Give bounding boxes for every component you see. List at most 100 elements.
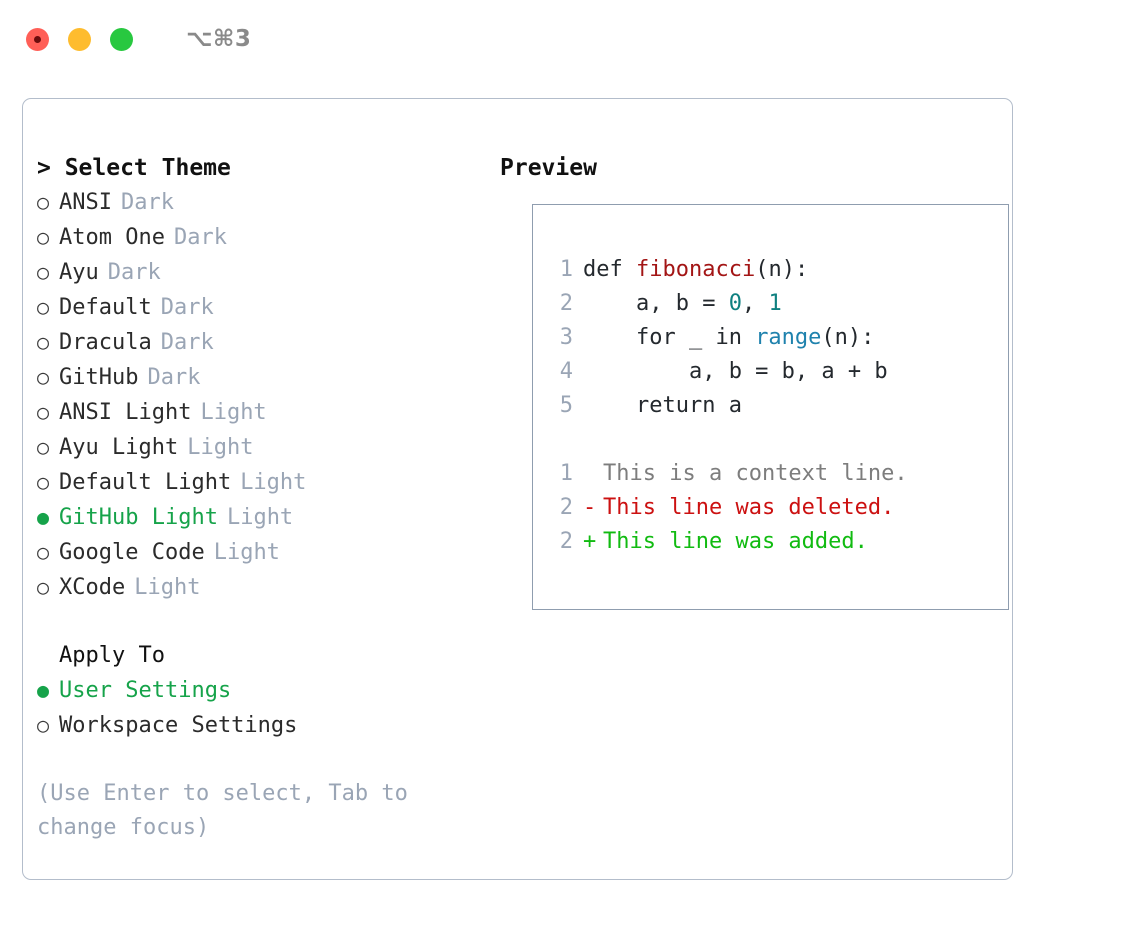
theme-option-label: Google Code (59, 540, 205, 565)
code-token-number: 1 (768, 291, 782, 316)
apply-to-option-label: Workspace Settings (59, 713, 298, 738)
theme-option-google-code[interactable]: ○ Google Code Light (37, 535, 477, 570)
keyboard-hint-text: (Use Enter to select, Tab to change focu… (37, 781, 408, 840)
code-line: 2 a, b = 0, 1 (547, 287, 1000, 321)
theme-option-label: Ayu Light (59, 435, 179, 460)
code-line-content: a, b = 0, 1 (583, 287, 782, 321)
code-line: 5 return a (547, 389, 1000, 423)
diff-marker: + (583, 529, 597, 554)
code-token-plain: (n): (755, 257, 809, 282)
theme-option-label: Atom One (59, 225, 165, 250)
apply-to-section: Apply To ●User Settings○Workspace Settin… (37, 639, 477, 743)
theme-option-label: Dracula (59, 330, 152, 355)
close-window-button[interactable] (26, 27, 49, 51)
theme-variant-badge: Light (226, 505, 294, 530)
diff-line-text: This is a context line. (603, 461, 908, 486)
theme-option-ansi-light[interactable]: ○ ANSI Light Light (37, 395, 477, 430)
radio-unselected-icon: ○ (37, 540, 50, 564)
line-number: 1 (559, 461, 573, 486)
code-token-plain: def (583, 257, 636, 282)
minimize-window-button[interactable] (68, 27, 91, 51)
radio-unselected-icon: ○ (37, 190, 50, 214)
code-line: 1 def fibonacci(n): (547, 253, 1000, 287)
theme-variant-badge: Dark (160, 330, 214, 355)
line-number: 1 (559, 257, 573, 282)
radio-unselected-icon: ○ (37, 365, 50, 389)
code-token-plain: a, b = b, a + b (583, 359, 888, 384)
diff-sample: 1 This is a context line. 2-This line was… (547, 457, 1000, 559)
radio-unselected-icon: ○ (37, 713, 50, 737)
preview-heading: Preview (500, 155, 597, 181)
select-theme-heading: > Select Theme (37, 155, 231, 181)
apply-to-option-workspace-settings[interactable]: ○ Workspace Settings (37, 708, 477, 743)
theme-option-dracula[interactable]: ○ Dracula Dark (37, 325, 477, 360)
code-token-plain: (n): (821, 325, 875, 350)
radio-unselected-icon: ○ (37, 330, 50, 354)
theme-option-ayu[interactable]: ○ Ayu Dark (37, 255, 477, 290)
code-token-builtin: range (755, 325, 822, 350)
line-number: 2 (559, 495, 573, 520)
line-number: 2 (559, 291, 573, 316)
apply-to-options: ● User Settings ○ Workspace Settings (37, 673, 477, 743)
traffic-light-group (26, 27, 133, 51)
diff-line-added: 2+This line was added. (547, 525, 1000, 559)
code-line: 4 a, b = b, a + b (547, 355, 1000, 389)
theme-option-ayu-light[interactable]: ○ Ayu Light Light (37, 430, 477, 465)
theme-variant-badge: Dark (120, 190, 174, 215)
titlebar: ⌥⌘3 (0, 0, 1140, 78)
theme-variant-badge: Dark (160, 295, 214, 320)
code-line-content: for _ in range(n): (583, 321, 874, 355)
theme-option-label: Default (59, 295, 152, 320)
code-token-plain: a, b = (583, 291, 729, 316)
line-number: 5 (559, 393, 573, 418)
code-line-content: a, b = b, a + b (583, 355, 888, 389)
line-number: 4 (559, 359, 573, 384)
radio-unselected-icon: ○ (37, 400, 50, 424)
line-number: 3 (559, 325, 573, 350)
radio-selected-icon: ● (37, 505, 50, 529)
theme-option-github-light[interactable]: ● GitHub Light Light (37, 500, 477, 535)
apply-to-option-label: User Settings (59, 678, 232, 703)
theme-variant-badge: Light (213, 540, 280, 565)
code-line: 3 for _ in range(n): (547, 321, 1000, 355)
diff-marker (583, 457, 603, 491)
theme-option-label: ANSI Light (59, 400, 192, 425)
code-token-plain: return a (583, 393, 742, 418)
code-line-content: return a (583, 389, 742, 423)
theme-option-label: GitHub Light (59, 505, 218, 530)
diff-line-text: This line was added. (603, 529, 868, 554)
code-token-function: fibonacci (635, 257, 756, 282)
theme-option-label: XCode (59, 575, 126, 600)
radio-unselected-icon: ○ (37, 260, 50, 284)
radio-unselected-icon: ○ (37, 435, 50, 459)
diff-line-text: This line was deleted. (603, 495, 895, 520)
theme-variant-badge: Dark (147, 365, 201, 390)
radio-unselected-icon: ○ (37, 470, 50, 494)
code-token-number: 0 (728, 291, 742, 316)
radio-selected-icon: ● (37, 678, 50, 702)
diff-line-removed: 2-This line was deleted. (547, 491, 1000, 525)
theme-variant-badge: Light (200, 400, 267, 425)
theme-variant-badge: Dark (173, 225, 227, 250)
code-token-plain: , (741, 291, 769, 316)
theme-variant-badge: Light (240, 470, 307, 495)
apply-to-option-user-settings[interactable]: ● User Settings (37, 673, 477, 708)
theme-variant-badge: Light (187, 435, 254, 460)
theme-variant-badge: Light (134, 575, 201, 600)
theme-variant-badge: Dark (107, 260, 161, 285)
code-token-plain: for _ in (583, 325, 756, 350)
maximize-window-button[interactable] (110, 27, 133, 51)
theme-option-label: Ayu (59, 260, 99, 285)
